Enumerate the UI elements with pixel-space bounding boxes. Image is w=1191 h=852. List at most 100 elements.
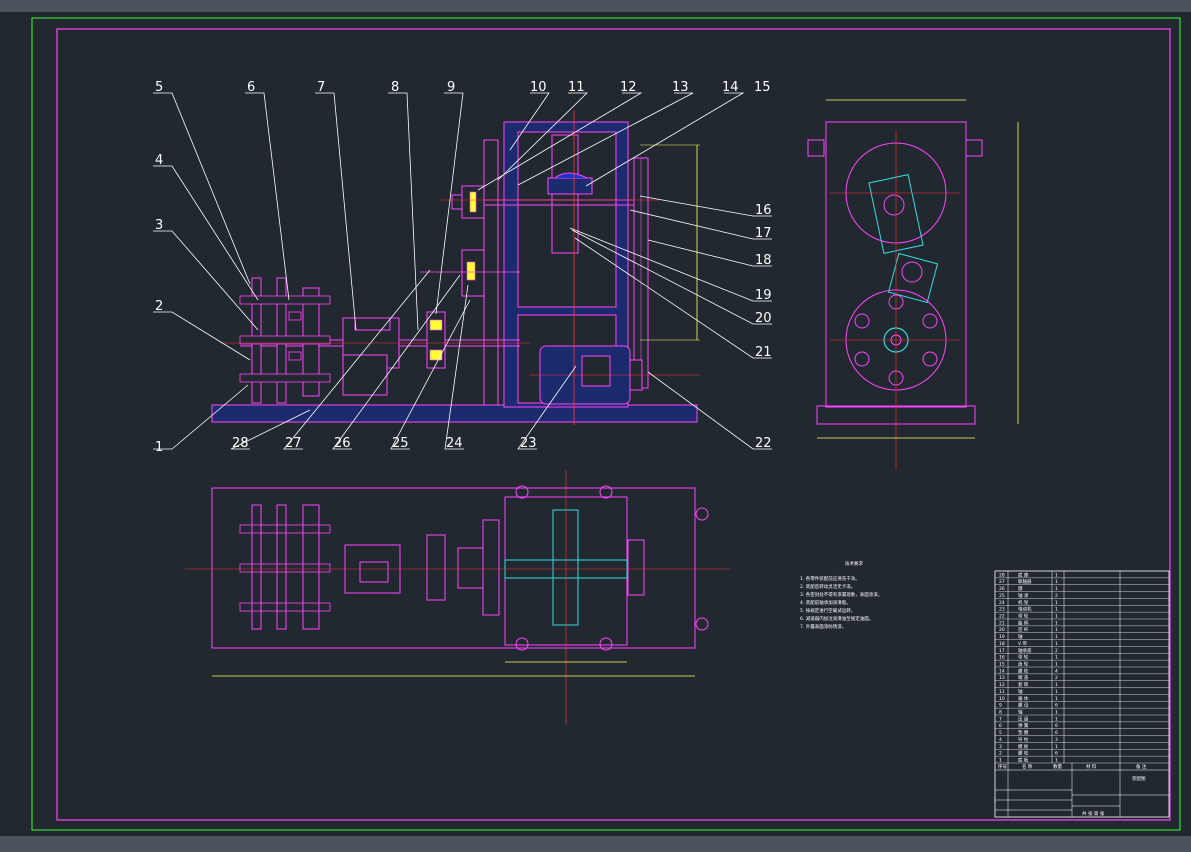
bom-cell: 5 [999,730,1002,736]
bom-cell: 弹 簧 [1018,722,1029,729]
bom-cell: 24 [999,600,1005,606]
tech-note-4: 4. 装配前轴承加润滑脂。 [800,599,851,606]
bom-cell: 1 [1055,600,1058,606]
bom-cell: 套 筒 [1018,681,1029,688]
bom-cell: 键 [1018,585,1023,592]
bom-cell: 10 [999,696,1005,702]
title-header-remark: 备 注 [1136,763,1147,770]
part-label-9[interactable]: 9 [447,80,455,95]
part-label-3[interactable]: 3 [155,218,163,233]
leader-lines [153,92,772,450]
bom-cell: 连 杆 [1018,626,1029,633]
bom-cell: 3 [999,744,1002,750]
part-label-27[interactable]: 27 [285,436,302,451]
bom-cell: 22 [999,614,1005,620]
bom-cell: 垫 圈 [1018,729,1029,736]
tech-note-1: 1. 各零件装配前应清洗干净。 [800,575,860,582]
bom-cell: 3 [1055,737,1058,743]
part-label-5[interactable]: 5 [155,80,163,95]
part-label-11[interactable]: 11 [568,80,585,95]
part-label-19[interactable]: 19 [755,288,772,303]
sheet-info: 共 张 第 张 [1082,810,1105,817]
bom-cell: 导 柱 [1018,736,1029,743]
bom-cell: 带 轮 [1018,654,1029,661]
bom-cell: 1 [1055,614,1058,620]
part-label-13[interactable]: 13 [672,80,689,95]
inner-frame [56,28,1171,821]
part-label-15[interactable]: 15 [754,80,771,95]
part-label-21[interactable]: 21 [755,345,772,360]
bom-cell: 25 [999,593,1005,599]
title-header-name: 名 称 [1022,763,1033,770]
part-label-10[interactable]: 10 [530,80,547,95]
part-label-2[interactable]: 2 [155,299,163,314]
part-label-26[interactable]: 26 [334,436,351,451]
part-label-7[interactable]: 7 [317,80,325,95]
bom-cell: 轴承座 [1018,647,1032,654]
bom-cell: 联轴器 [1018,578,1032,585]
front-view [211,110,700,425]
bom-cell: 1 [1055,744,1058,750]
bom-cell: 19 [999,634,1005,640]
part-label-23[interactable]: 23 [520,436,537,451]
bom-cell: 2 [1055,593,1058,599]
outer-frame [31,17,1181,831]
bom-cell: 18 [999,641,1005,647]
bom-cell: 1 [1055,655,1058,661]
part-label-28[interactable]: 28 [232,436,249,451]
bom-cell: 11 [999,689,1005,695]
drawing-title: 装配图 [1132,775,1146,782]
bom-cell: 1 [1055,627,1058,633]
bom-cell: 1 [999,758,1002,764]
bom-cell: 21 [999,620,1005,626]
part-label-20[interactable]: 20 [755,311,772,326]
bom-cell: 螺 栓 [1018,667,1029,674]
bom-cell: 底 板 [1018,757,1029,764]
bom-cell: 17 [999,648,1005,654]
bom-cell: 模 板 [1018,743,1029,750]
bom-cell: 1 [1055,662,1058,668]
technical-notes: 技术要求 1. 各零件装配前应清洗干净。 2. 装配后转动灵活无卡滞。 3. 各… [800,560,882,630]
part-label-24[interactable]: 24 [446,436,463,451]
bom-cell: 压 盘 [1018,715,1029,722]
bom-cell: 2 [1055,648,1058,654]
part-label-12[interactable]: 12 [620,80,637,95]
cad-drawing-canvas[interactable]: 1 2 3 4 5 6 7 8 9 10 11 12 13 14 15 16 1… [0,12,1191,836]
part-label-17[interactable]: 17 [755,226,772,241]
bom-cell: 7 [999,716,1002,722]
part-label-22[interactable]: 22 [755,436,772,451]
part-label-6[interactable]: 6 [247,80,255,95]
part-label-1[interactable]: 1 [155,440,163,455]
part-label-8[interactable]: 8 [391,80,399,95]
part-label-18[interactable]: 18 [755,253,772,268]
part-label-25[interactable]: 25 [392,436,409,451]
bom-cell: 1 [1055,710,1058,716]
part-label-4[interactable]: 4 [155,153,163,168]
tech-note-6: 6. 减速器内加注润滑油至规定油面。 [800,615,873,622]
bom-cell: 4 [1055,668,1058,674]
part-label-14[interactable]: 14 [722,80,739,95]
title-header-qty: 数量 [1053,763,1062,770]
command-bar[interactable] [0,836,1191,852]
bom-cell: 8 [999,710,1002,716]
bom-cell: 机 架 [1018,599,1029,606]
bom-cell: 16 [999,655,1005,661]
bom-cell: 曲 柄 [1018,619,1029,626]
bom-cell: 27 [999,579,1005,585]
tech-notes-title: 技术要求 [845,560,863,567]
title-header-no: 序号 [998,763,1007,770]
bom-cell: 12 [999,682,1005,688]
bom-cell: 1 [1055,586,1058,592]
bom-cell: 轴 [1018,709,1023,716]
bom-cell: 13 [999,675,1005,681]
bom-cell: 20 [999,627,1005,633]
bom-cell: 底 座 [1018,571,1029,578]
bom-cell: 1 [1055,682,1058,688]
bom-cell: 28 [999,572,1005,578]
side-view [807,99,1019,470]
bom-cell: V 带 [1018,641,1028,647]
tech-note-5: 5. 按规定进行空载试运转。 [800,607,855,614]
part-label-16[interactable]: 16 [755,203,772,218]
